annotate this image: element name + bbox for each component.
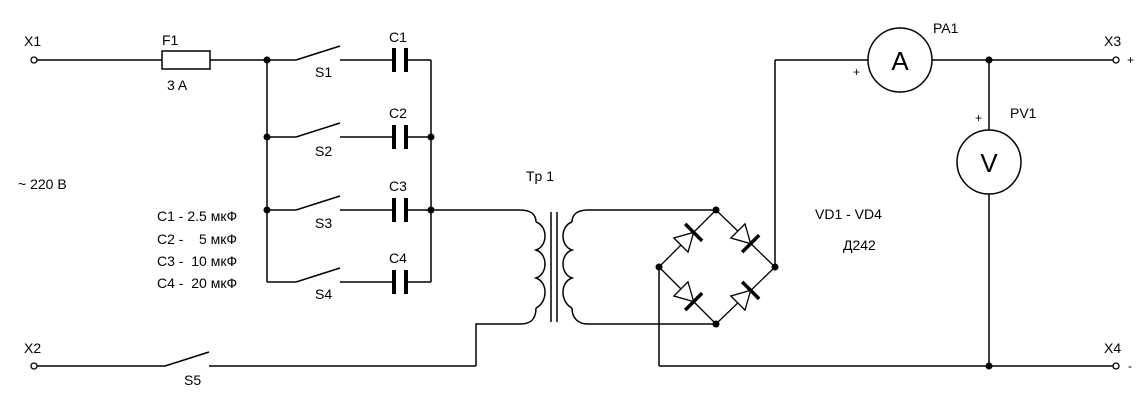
fuse-name-label: F1	[162, 32, 179, 48]
diode-vd3	[672, 280, 704, 312]
junction-dot	[427, 133, 435, 141]
capacitor-value-c1: C1 - 2.5 мкФ	[157, 208, 237, 224]
terminal-x3	[1112, 56, 1120, 64]
output-wiring	[658, 59, 1113, 367]
terminal-x4-polarity: -	[1128, 359, 1132, 373]
capacitor-value-c4: C4 - 20 мкФ	[157, 275, 237, 291]
diode-vd1	[672, 222, 704, 254]
junction-dot	[712, 206, 720, 214]
switch-s4-label: S4	[315, 286, 332, 302]
transformer-primary-wiring	[431, 209, 537, 366]
capacitor-c4-label: C4	[389, 250, 407, 266]
diode-vd4	[729, 280, 761, 312]
terminal-x3-label: X3	[1104, 33, 1121, 49]
ammeter-label: PA1	[933, 20, 959, 36]
voltmeter-label: PV1	[1010, 105, 1037, 121]
voltmeter-polarity: +	[975, 111, 982, 125]
junction-dot	[985, 362, 993, 370]
switch-s3-blade	[295, 195, 341, 211]
supply-voltage-label: ~ 220 B	[18, 176, 67, 192]
capacitor-c1-label: C1	[389, 29, 407, 45]
fuse-f1	[161, 50, 211, 70]
transformer-primary-coil	[533, 221, 546, 309]
terminal-x2	[30, 362, 38, 370]
switch-s1-label: S1	[315, 64, 332, 80]
voltmeter-pv1	[956, 129, 1022, 195]
diode-vd2	[729, 222, 761, 254]
switch-s2-label: S2	[315, 143, 332, 159]
terminal-x3-polarity: +	[1127, 53, 1134, 67]
transformer-secondary-wiring	[571, 209, 716, 325]
switch-s2-blade	[295, 122, 341, 138]
ammeter-polarity: +	[853, 65, 860, 79]
capacitor-value-c2: C2 - 5 мкФ	[157, 231, 237, 247]
branch-s1-c1	[267, 45, 431, 72]
ammeter-pa1	[867, 27, 933, 93]
diode-type-label: Д242	[843, 237, 876, 253]
switch-s5-label: S5	[184, 372, 201, 388]
branch-s3-c3	[267, 195, 431, 222]
junction-dot	[263, 206, 271, 214]
transformer-label: Tp 1	[526, 168, 554, 184]
branch-s4-c4	[267, 267, 431, 294]
junction-dot	[263, 56, 271, 64]
capacitor-value-c3: C3 - 10 мкФ	[157, 253, 237, 269]
switch-s1-blade	[295, 45, 341, 61]
terminal-x1	[30, 56, 38, 64]
switch-s4-blade	[295, 267, 341, 283]
capacitor-c3-label: C3	[389, 178, 407, 194]
switch-s3-label: S3	[315, 215, 332, 231]
input-line-bottom	[37, 351, 476, 367]
terminal-x2-label: X2	[24, 340, 41, 356]
terminal-x4	[1112, 362, 1120, 370]
terminal-x4-label: X4	[1104, 340, 1121, 356]
diode-bridge	[658, 209, 776, 325]
voltmeter-symbol: V	[980, 148, 998, 178]
terminal-x1-label: X1	[24, 33, 41, 49]
fuse-rating-label: 3 A	[167, 77, 188, 93]
diode-range-label: VD1 - VD4	[815, 206, 882, 222]
transformer-secondary-coil	[562, 221, 575, 309]
ammeter-symbol: A	[891, 46, 909, 76]
switch-s5-blade	[164, 351, 210, 367]
junction-dot	[985, 56, 993, 64]
junction-dot	[712, 320, 720, 328]
capacitor-c2-label: C2	[389, 105, 407, 121]
branch-s2-c2	[267, 122, 431, 149]
junction-dot	[263, 133, 271, 141]
